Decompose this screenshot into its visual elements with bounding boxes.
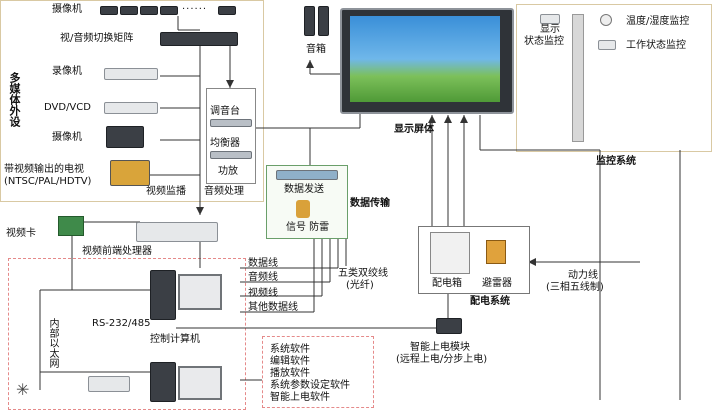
arrester-icon xyxy=(486,240,506,264)
data-send-label: 数据发送 xyxy=(284,184,324,195)
tv-label-line2: (NTSC/PAL/HDTV) xyxy=(4,176,92,187)
software-item: 播放软件 xyxy=(270,368,310,379)
audio-processing-box xyxy=(206,88,256,184)
tv-label-line1: 带视频输出的电视 xyxy=(4,164,84,175)
arrester-label: 避雷器 xyxy=(482,278,512,289)
twisted-pair-line2: (光纤) xyxy=(346,280,374,291)
equalizer-device xyxy=(210,151,252,159)
data-line-label: 数据线 xyxy=(248,258,278,269)
vcr-label: 录像机 xyxy=(52,66,82,77)
camera-icon xyxy=(218,6,236,15)
starburst-icon: ✳ xyxy=(16,380,30,399)
lightning-label: 信号 防雷 xyxy=(286,222,330,233)
display-screen xyxy=(340,8,514,114)
camera-row: ······ xyxy=(100,4,240,16)
dvd-label: DVD/VCD xyxy=(44,102,91,113)
mixer-device xyxy=(210,119,252,127)
speaker-label: 音箱 xyxy=(306,44,326,55)
power-module-line2: (远程上电/分步上电) xyxy=(396,354,488,365)
video-line-label: 视频线 xyxy=(248,288,278,299)
dvd-device xyxy=(104,102,158,114)
ellipsis-dots: ······ xyxy=(182,4,208,15)
power-line-line1: 动力线 xyxy=(568,270,598,281)
matrix-label: 视/音频切换矩阵 xyxy=(60,33,134,44)
data-transmission-title: 数据传输 xyxy=(350,198,390,209)
multimedia-frame xyxy=(0,0,264,202)
speaker-icon xyxy=(318,6,329,36)
control-computer-monitor xyxy=(178,274,222,310)
display-status-line2: 状态监控 xyxy=(524,36,564,47)
control-computer-tower xyxy=(150,270,176,320)
av-matrix-switcher xyxy=(160,32,238,46)
power-system-label: 配电系统 xyxy=(470,296,510,307)
data-sender-device xyxy=(276,170,338,180)
rs-label: RS-232/485 xyxy=(92,318,151,329)
scanner-device xyxy=(88,376,130,392)
distribution-cabinet-icon xyxy=(430,232,470,274)
software-item: 系统参数设定软件 xyxy=(270,380,350,391)
video-card-label: 视频卡 xyxy=(6,228,36,239)
power-module-line1: 智能上电模块 xyxy=(410,342,470,353)
video-monitor-label: 视频监播 xyxy=(146,186,186,197)
work-status-label: 工作状态监控 xyxy=(626,40,686,51)
second-computer-tower xyxy=(150,362,176,402)
temp-humidity-icon xyxy=(600,14,612,26)
power-line-line2: (三相五线制) xyxy=(546,282,604,293)
tv-set xyxy=(110,160,150,186)
front-processor-device xyxy=(136,222,218,242)
camera-icon xyxy=(140,6,158,15)
control-computer-label: 控制计算机 xyxy=(150,334,200,345)
camera-label-bottom: 摄像机 xyxy=(52,132,82,143)
camera-label-top: 摄像机 xyxy=(52,4,82,15)
software-item: 系统软件 xyxy=(270,344,310,355)
amplifier-label: 功放 xyxy=(218,166,238,177)
camera-icon xyxy=(160,6,178,15)
work-status-camera-icon xyxy=(598,40,616,50)
mixer-label: 调音台 xyxy=(210,106,240,117)
equalizer-label: 均衡器 xyxy=(210,138,240,149)
monitoring-divider xyxy=(572,14,584,142)
display-status-camera-icon xyxy=(540,14,560,24)
display-status-line1: 显示 xyxy=(540,24,560,35)
ethernet-label: 内部以太网 xyxy=(47,318,58,368)
lightning-arrester-icon xyxy=(296,200,310,218)
display-screen-label: 显示屏体 xyxy=(394,124,434,135)
camera-icon xyxy=(100,6,118,15)
software-item: 编辑软件 xyxy=(270,356,310,367)
software-item: 智能上电软件 xyxy=(270,392,330,403)
audio-processing-label: 音频处理 xyxy=(204,186,244,197)
video-card-icon xyxy=(58,216,84,236)
front-processor-label: 视频前端处理器 xyxy=(82,246,152,257)
twisted-pair-line1: 五类双绞线 xyxy=(338,268,388,279)
monitoring-system-label: 监控系统 xyxy=(596,156,636,167)
temp-humidity-label: 温度/湿度监控 xyxy=(626,16,690,27)
distribution-box-label: 配电箱 xyxy=(432,278,462,289)
audio-line-label: 音频线 xyxy=(248,272,278,283)
screen-image xyxy=(350,16,500,102)
other-data-line-label: 其他数据线 xyxy=(248,302,298,313)
speaker-icon xyxy=(304,6,315,36)
camera-icon xyxy=(120,6,138,15)
vcr-device xyxy=(104,68,158,80)
camcorder-icon xyxy=(106,126,144,148)
power-module-device xyxy=(436,318,462,334)
second-computer-monitor xyxy=(178,366,222,400)
multimedia-section-title: 多媒体外设 xyxy=(8,72,21,127)
